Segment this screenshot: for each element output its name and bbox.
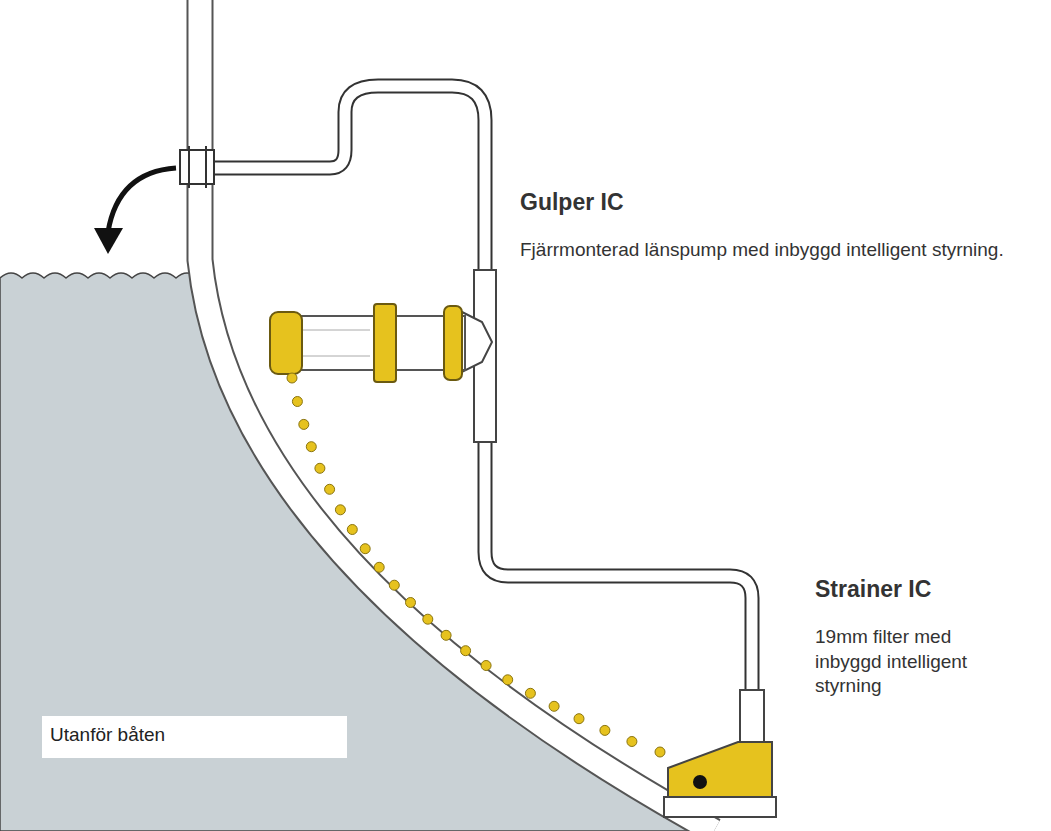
hose [213,86,752,700]
pump-band [374,304,396,382]
wire-dot [292,397,302,407]
pump-detail [300,330,370,331]
pump-band [444,306,462,380]
wire-dot [525,688,535,698]
hull-outline [200,0,714,831]
wire-dot [574,714,584,724]
region-label-box: Utanför båten [42,716,347,758]
wire-dot [335,505,345,515]
flow-arrow [108,168,176,232]
wire-dot [441,630,451,640]
strainer-base [664,797,776,817]
hose-inner [213,86,752,700]
wire-dot [325,484,335,494]
strainer-elbow [740,690,764,745]
region-label: Utanför båten [50,724,339,746]
through-hull-flange [188,146,190,188]
wire-dot [627,737,637,747]
wire-dot [406,598,416,608]
part-description: Fjärrmonterad länspump med inbyggd intel… [520,238,1035,263]
wire-dot [315,463,325,473]
wire-dot [374,562,384,572]
wire-dot [360,544,370,554]
wire-dot [481,661,491,671]
wire-dot [600,725,610,735]
wire-dot [461,646,471,656]
wire-dot [347,525,357,535]
wire-dot [655,747,665,757]
wire-dot [549,701,559,711]
pump-end-cap [270,312,302,374]
part-name: Strainer IC [815,575,1035,605]
hull-inner [200,0,714,831]
wire-dot [389,580,399,590]
part-description: 19mm filter med inbyggd intelligent styr… [815,625,980,699]
pump-detail [300,356,370,357]
wire-dot [306,442,316,452]
strainer-body [668,742,772,797]
wire-dot [423,614,433,624]
part-name: Gulper IC [520,188,820,218]
through-hull-flange [205,146,207,188]
control-wire [287,373,665,757]
arrow-head [94,228,123,254]
pump-head [462,312,492,372]
wire-dot [299,419,309,429]
strainer-sensor [693,775,707,789]
wire-dot [503,675,513,685]
through-hull [180,150,214,184]
wire-dot [287,373,297,383]
